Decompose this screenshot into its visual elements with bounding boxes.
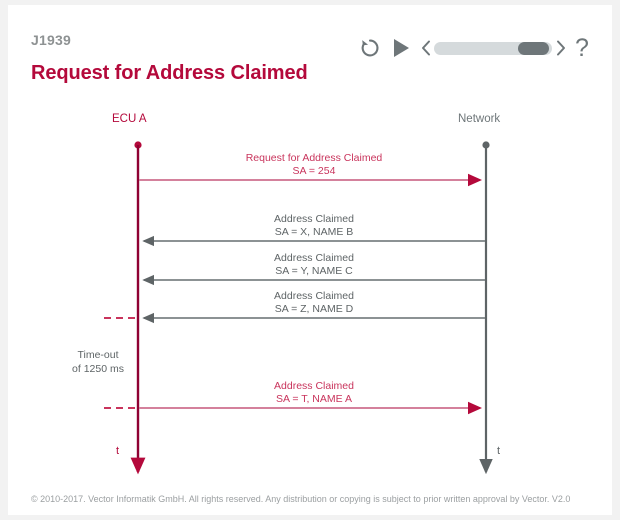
timeout-annotation: Time-out of 1250 ms (64, 348, 132, 376)
copyright-footer: © 2010-2017. Vector Informatik GmbH. All… (31, 494, 571, 504)
sequence-diagram-canvas (104, 141, 493, 475)
timeline-slider[interactable] (434, 41, 552, 55)
timeout-line-1: Time-out (77, 349, 119, 361)
message-label-1: Request for Address Claimed SA = 254 (193, 152, 435, 178)
sequence-diagram: ECU A Network (8, 100, 612, 485)
message-label-3: Address Claimed SA = Y, NAME C (193, 252, 435, 278)
page-title: Request for Address Claimed (31, 62, 308, 84)
time-axis-label-left: t (116, 445, 120, 457)
content-card: J1939 Request for Address Claimed (8, 5, 612, 515)
player-toolbar: ? (357, 33, 592, 63)
play-icon[interactable] (389, 35, 413, 61)
message-label-1-line2: SA = 254 (292, 165, 336, 177)
chevron-left-icon[interactable] (420, 35, 431, 61)
replay-icon[interactable] (357, 35, 383, 61)
message-label-2-line1: Address Claimed (274, 213, 354, 225)
chevron-right-icon[interactable] (555, 35, 566, 61)
timeout-line-2: of 1250 ms (72, 363, 124, 375)
message-label-1-line1: Request for Address Claimed (245, 152, 383, 164)
message-label-5: Address Claimed SA = T, NAME A (193, 380, 435, 406)
lifeline-label-ecu-a: ECU A (112, 113, 147, 125)
message-label-3-line1: Address Claimed (274, 252, 354, 264)
message-label-3-line2: SA = Y, NAME C (275, 265, 353, 277)
message-label-4-line2: SA = Z, NAME D (274, 303, 354, 315)
message-label-2: Address Claimed SA = X, NAME B (193, 213, 435, 239)
message-label-5-line1: Address Claimed (274, 380, 354, 392)
time-axis-label-right: t (497, 445, 501, 457)
timeline-slider-handle[interactable] (518, 41, 549, 55)
help-icon[interactable]: ? (575, 34, 589, 62)
page-subtitle: J1939 (31, 32, 71, 48)
lifeline-label-network: Network (458, 113, 501, 125)
message-label-2-line2: SA = X, NAME B (274, 226, 354, 238)
message-label-5-line2: SA = T, NAME A (276, 393, 352, 405)
message-label-4-line1: Address Claimed (274, 290, 354, 302)
message-label-4: Address Claimed SA = Z, NAME D (193, 290, 435, 316)
